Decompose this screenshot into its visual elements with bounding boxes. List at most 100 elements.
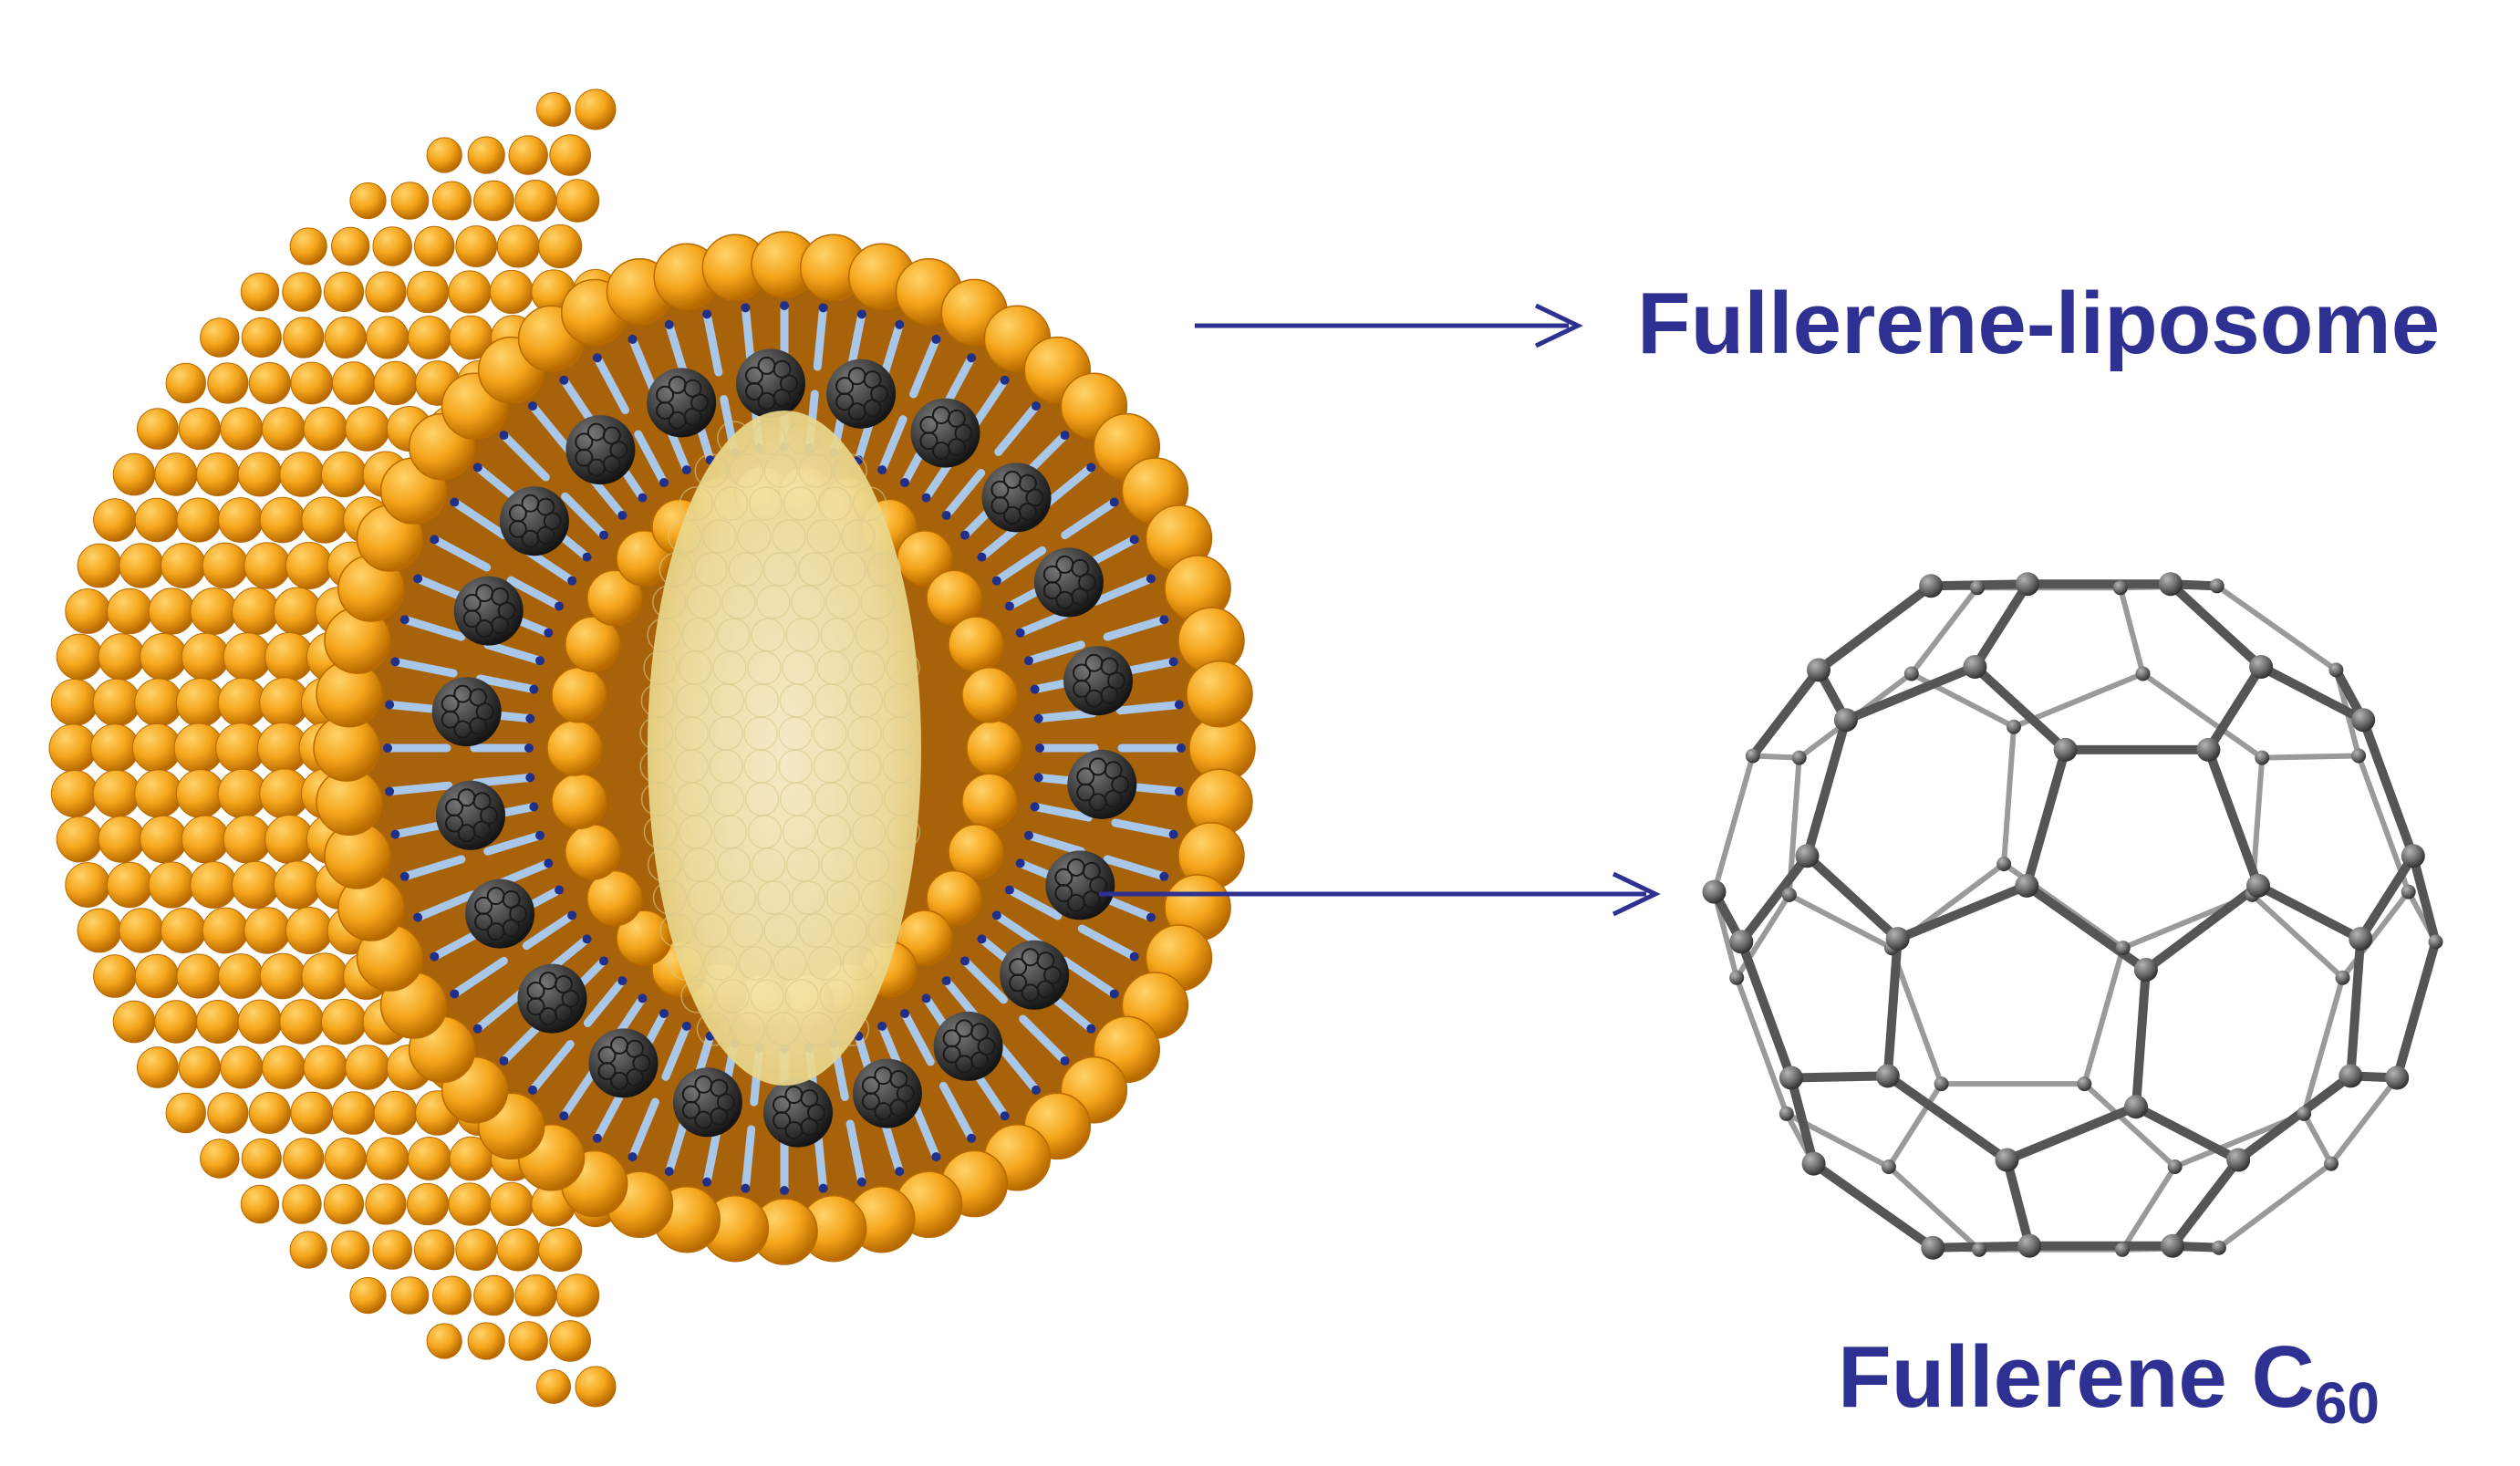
c60-atom — [2339, 1064, 2363, 1088]
lipid-head — [303, 1045, 348, 1090]
tail-joint — [1033, 713, 1043, 723]
c60-bond — [1882, 934, 1903, 1081]
lipid-head — [175, 678, 225, 727]
lipid-head — [137, 408, 179, 450]
c60-atom — [2297, 1106, 2312, 1121]
tail-joint — [664, 1167, 674, 1177]
c60-bond — [1814, 581, 1936, 675]
fullerene-particle — [565, 415, 636, 485]
c60-atom — [2115, 941, 2131, 956]
c60-bond — [2081, 945, 2126, 1087]
c60-bond — [2022, 744, 2070, 890]
fullerene-particle — [431, 677, 502, 747]
c60-atom — [2351, 708, 2376, 733]
lipid-head — [92, 678, 141, 727]
c60-bond — [1786, 1073, 1819, 1169]
lipid-head — [220, 407, 264, 451]
lipid-tail — [483, 640, 544, 665]
c60-bond — [2346, 934, 2366, 1081]
tail-joint — [535, 656, 545, 666]
tail-joint — [499, 1055, 509, 1066]
tail-joint — [528, 401, 538, 411]
tail-joint — [555, 885, 565, 895]
lipid-head — [489, 269, 534, 315]
c60-atom — [2226, 1148, 2251, 1172]
lipid-head — [303, 406, 348, 452]
lipid-head — [448, 1182, 492, 1226]
fullerene-c60-label: Fullerene C60 — [1838, 1327, 2380, 1437]
lipid-head — [320, 451, 368, 498]
c60-atom — [1745, 748, 1760, 764]
lipid-head — [134, 678, 183, 727]
tail-joint — [567, 910, 577, 920]
lipid-head — [489, 1181, 534, 1227]
fullerene-particle — [1045, 850, 1115, 920]
lipid-head — [202, 542, 249, 589]
c60-bond — [2214, 583, 2339, 673]
fullerene-particle — [436, 780, 505, 850]
lipid-head — [176, 953, 222, 999]
tail-joint — [780, 1186, 789, 1195]
lipid-head — [248, 1092, 291, 1134]
tail-joint — [899, 1009, 909, 1019]
tail-joint — [1000, 1111, 1010, 1121]
tail-joint — [472, 463, 482, 473]
tail-joint — [472, 1024, 482, 1034]
lipid-tail — [877, 415, 907, 474]
lipid-head — [331, 1230, 370, 1270]
c60-atom — [2324, 1156, 2339, 1171]
lipid-tail — [1115, 700, 1184, 715]
c60-atom — [2328, 662, 2344, 678]
tail-joint — [1086, 463, 1096, 473]
tail-joint — [921, 993, 931, 1003]
fullerene-particle — [910, 398, 980, 468]
lipid-tail — [994, 401, 1041, 456]
c60-atom — [1996, 857, 2012, 871]
tail-joint — [413, 912, 423, 922]
lipid-head — [514, 1274, 557, 1316]
c60-bond — [2140, 671, 2266, 761]
c60-bond — [2002, 1155, 2035, 1251]
lipid-tail — [1024, 831, 1085, 856]
tail-joint — [528, 1085, 538, 1095]
fullerene-particle — [1000, 940, 1070, 1010]
tail-joint — [1159, 615, 1169, 625]
lipid-head — [154, 452, 198, 496]
lipid-head — [77, 908, 122, 953]
tail-joint — [430, 535, 440, 545]
arrows — [1099, 303, 1661, 917]
lipid-tail — [942, 469, 986, 520]
lipid-head — [244, 907, 291, 954]
lipid-tail — [583, 976, 627, 1027]
lipid-head — [372, 1230, 413, 1270]
c60-atom — [1791, 750, 1807, 765]
lipid-tail — [1034, 709, 1097, 723]
lipid-head — [473, 1274, 514, 1316]
liposome-cross-section-icon — [48, 88, 1256, 1408]
c60-atom — [2135, 666, 2151, 681]
aqueous-core — [639, 411, 921, 1086]
c60-bond — [1885, 1164, 1983, 1253]
tail-joint — [702, 1177, 712, 1187]
tail-joint — [967, 353, 977, 363]
lipid-tail — [450, 956, 508, 998]
lipid-head — [365, 1183, 407, 1225]
lipid-head — [282, 272, 322, 312]
lipid-tail — [430, 535, 492, 572]
c60-bond — [2002, 1102, 2141, 1165]
tail-joint — [895, 319, 905, 329]
lipid-head — [508, 1321, 548, 1361]
c60-atom — [1875, 1064, 1900, 1088]
tail-joint — [559, 375, 569, 385]
c60-atom — [2016, 572, 2039, 597]
lipid-tail — [506, 576, 564, 610]
lipid-tail — [1092, 574, 1156, 606]
lipid-head — [324, 317, 367, 359]
c60-atom — [2211, 1240, 2226, 1255]
fullerene-c60-label-main: Fullerene C — [1838, 1328, 2315, 1426]
tail-joint — [977, 552, 987, 562]
tail-joint — [1060, 431, 1070, 441]
buckminsterfullerene-molecule-icon — [1702, 572, 2443, 1260]
lipid-head — [432, 1275, 472, 1315]
lipid-head — [90, 723, 140, 773]
